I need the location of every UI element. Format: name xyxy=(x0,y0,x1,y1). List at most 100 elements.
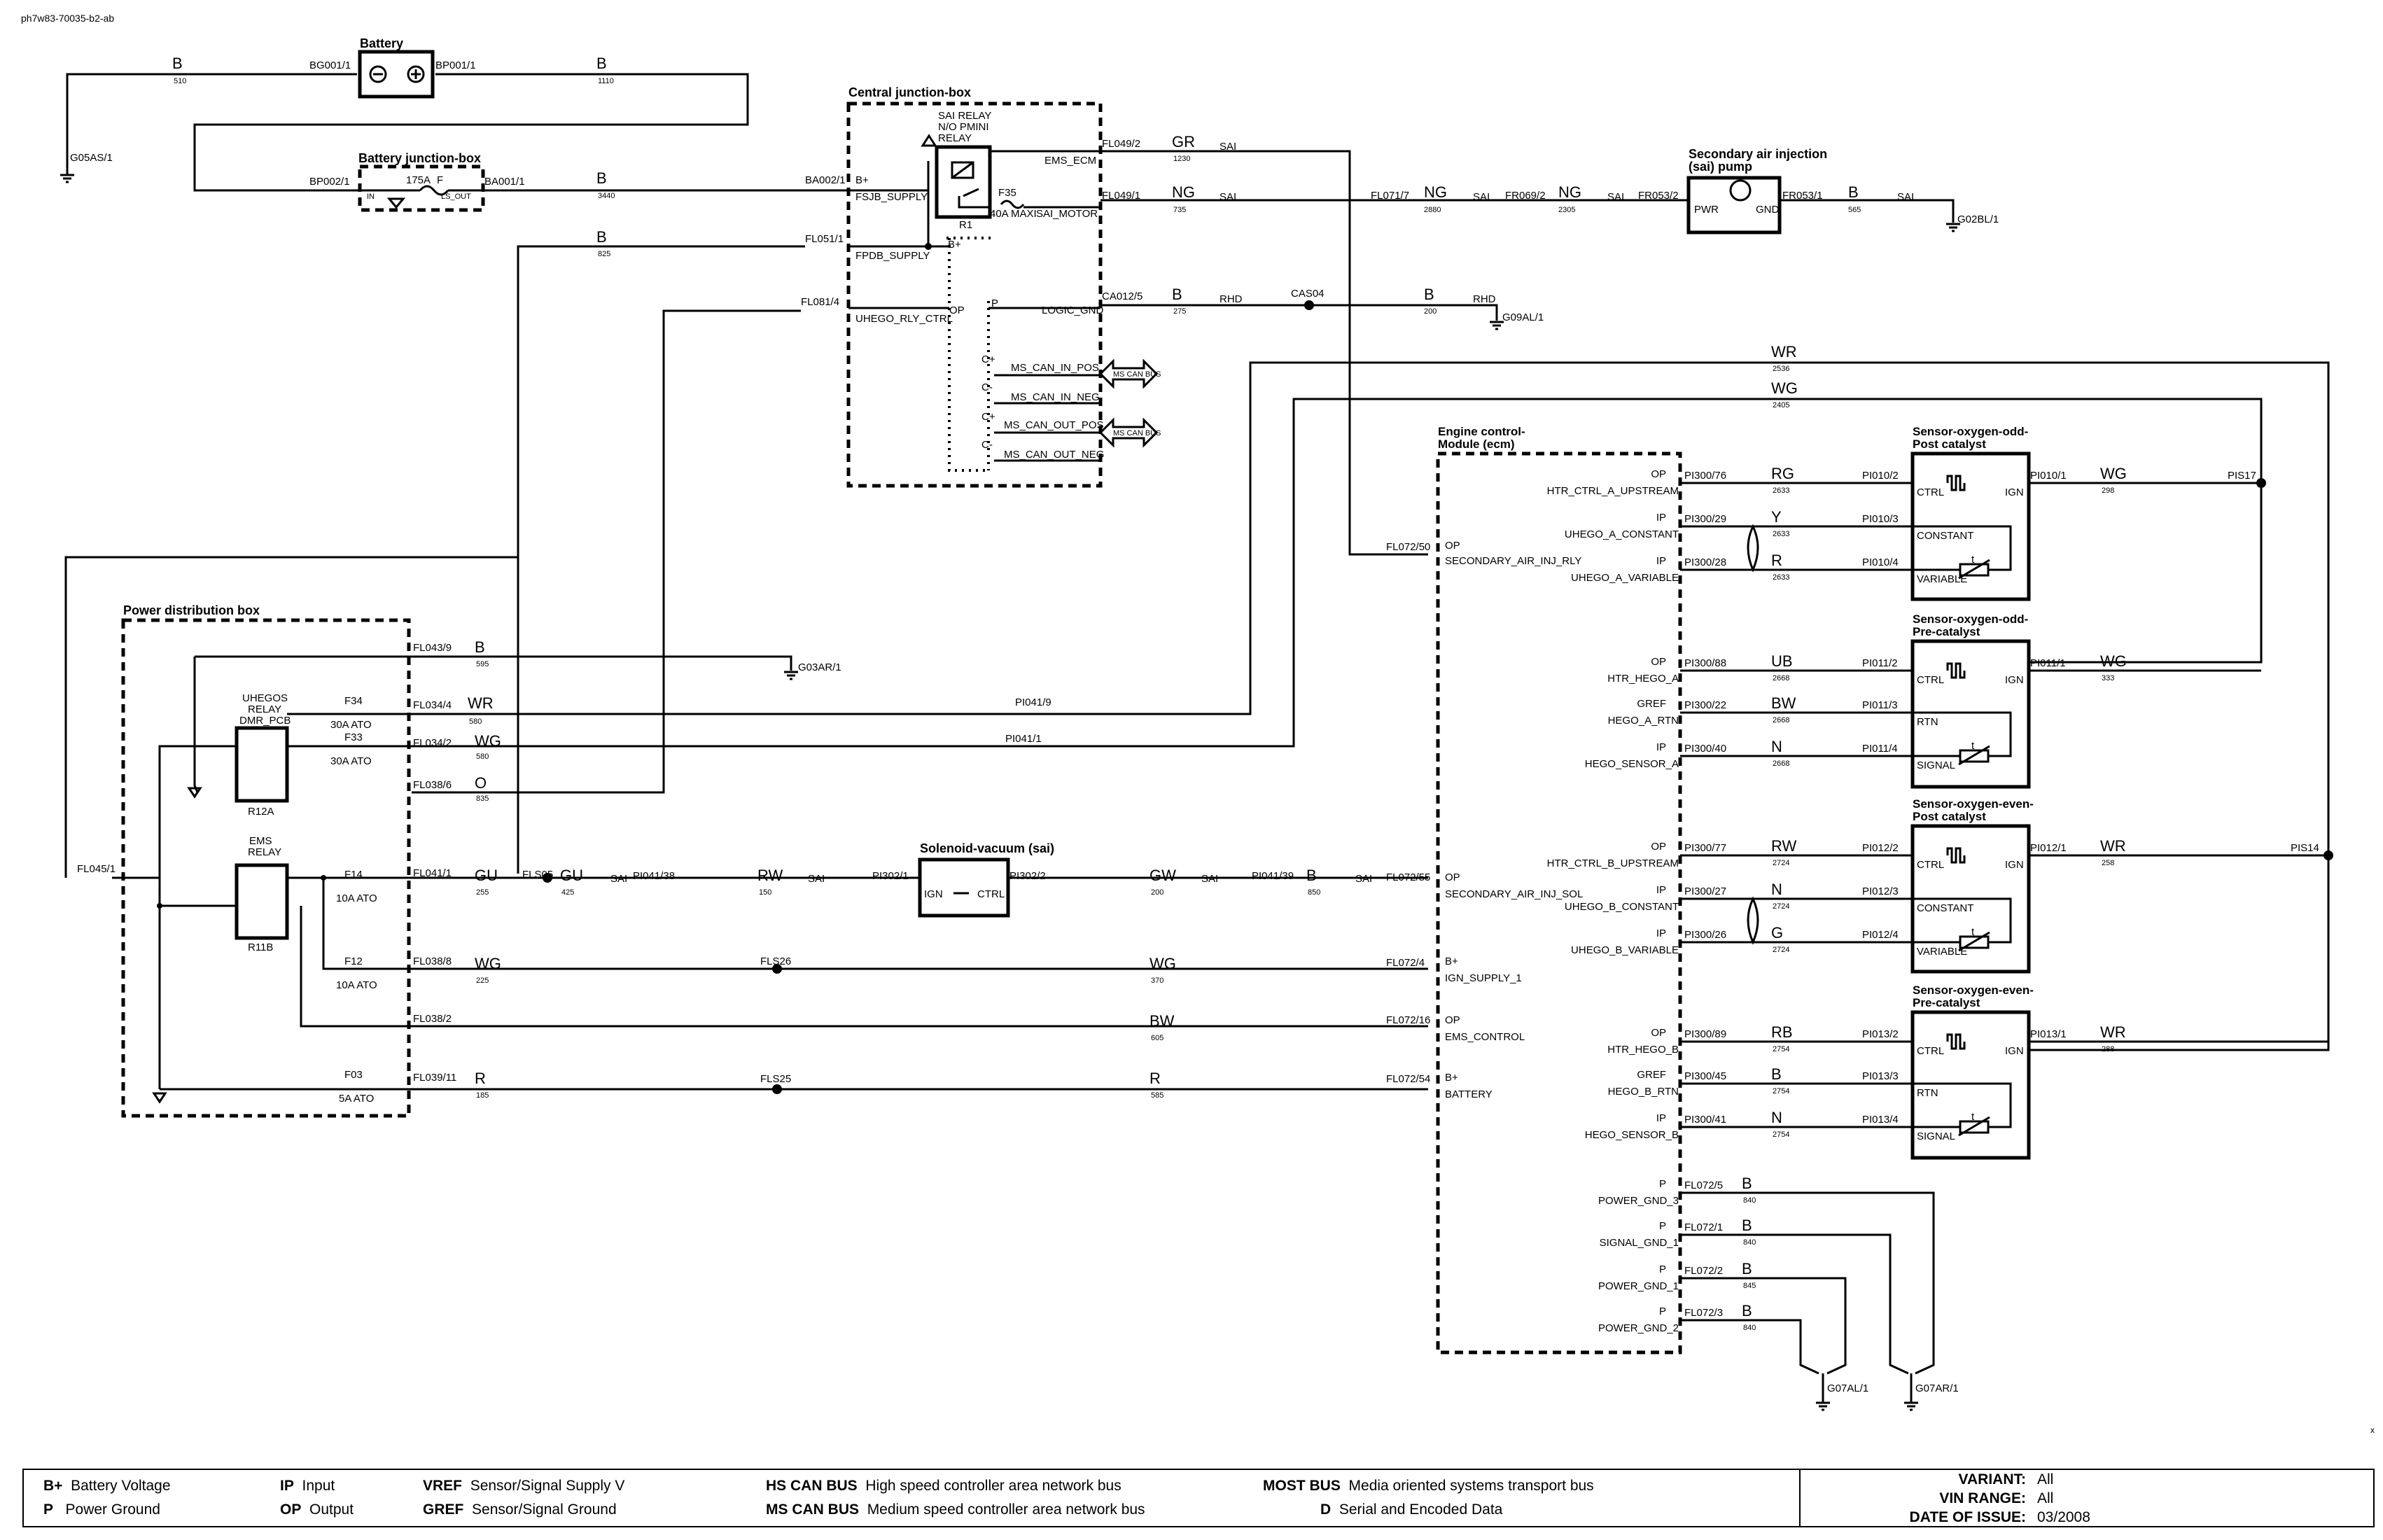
svg-text:288: 288 xyxy=(2102,1045,2114,1054)
svg-text:FL072/5: FL072/5 xyxy=(1684,1180,1723,1191)
svg-text:IGN: IGN xyxy=(2005,859,2024,871)
svg-text:FSJB_SUPPLY: FSJB_SUPPLY xyxy=(855,191,928,203)
splice-pis17: PIS17 xyxy=(2228,470,2256,482)
svg-text:IP: IP xyxy=(1656,555,1666,567)
svg-text:P: P xyxy=(1659,1306,1666,1317)
svg-text:PI041/1: PI041/1 xyxy=(1005,733,1042,745)
svg-text:RHD: RHD xyxy=(1220,293,1243,305)
pin-fr069: FR069/2 xyxy=(1505,190,1546,202)
svg-text:200: 200 xyxy=(1151,888,1163,897)
svg-text:FL072/16: FL072/16 xyxy=(1386,1014,1430,1026)
pin-fl081: FL081/4 xyxy=(801,296,839,308)
svg-text:WR: WR xyxy=(468,694,494,712)
legend-divider xyxy=(1799,1470,1801,1526)
legend: B+ Battery Voltage P Power Ground IP Inp… xyxy=(22,1469,2375,1527)
variant-key: VARIANT: xyxy=(1958,1471,2026,1488)
svg-text:840: 840 xyxy=(1743,1196,1756,1205)
pin-ba001: BA001/1 xyxy=(484,176,525,188)
svg-text:RW: RW xyxy=(1771,837,1796,855)
splice-fls26: FLS26 xyxy=(760,955,791,967)
svg-text:PI300/29: PI300/29 xyxy=(1684,513,1726,525)
svg-text:PI010/4: PI010/4 xyxy=(1862,556,1899,568)
svg-text:PI012/2: PI012/2 xyxy=(1862,842,1899,854)
svg-text:OP: OP xyxy=(1651,468,1666,480)
svg-text:PI011/1: PI011/1 xyxy=(2030,657,2066,669)
svg-text:B: B xyxy=(1172,286,1182,303)
svg-text:IP: IP xyxy=(1656,512,1666,524)
legend-text: Input xyxy=(302,1478,335,1494)
svg-text:Pre-catalyst: Pre-catalyst xyxy=(1913,996,1980,1009)
svg-text:30A ATO: 30A ATO xyxy=(330,719,372,731)
svg-text:B: B xyxy=(1742,1175,1752,1192)
svg-text:B: B xyxy=(596,228,607,246)
sai-pump-title: Secondary air injection xyxy=(1689,147,1827,161)
svg-text:IN: IN xyxy=(367,192,375,201)
svg-text:840: 840 xyxy=(1743,1324,1756,1332)
svg-text:POWER_GND_3: POWER_GND_3 xyxy=(1598,1195,1679,1207)
legend-key: HS CAN BUS xyxy=(766,1478,858,1494)
svg-text:Y: Y xyxy=(1771,508,1782,526)
solenoid-title: Solenoid-vacuum (sai) xyxy=(920,841,1054,855)
svg-text:PI013/2: PI013/2 xyxy=(1862,1028,1899,1040)
svg-text:B+: B+ xyxy=(1445,1072,1458,1084)
legend-key: VREF xyxy=(423,1478,463,1494)
ecm-title: Engine control- xyxy=(1438,425,1525,438)
svg-text:PI012/1: PI012/1 xyxy=(2030,842,2067,854)
svg-text:GREF: GREF xyxy=(1637,1069,1666,1081)
svg-text:30A ATO: 30A ATO xyxy=(330,755,372,767)
svg-text:CTRL: CTRL xyxy=(1917,859,1944,871)
pin-fl038-6: FL038/6 xyxy=(413,779,452,791)
svg-text:OP: OP xyxy=(949,304,965,316)
svg-text:10A ATO: 10A ATO xyxy=(336,892,377,904)
svg-text:CONSTANT: CONSTANT xyxy=(1917,902,1973,914)
splice-pis14: PIS14 xyxy=(2291,842,2319,854)
svg-text:GW: GW xyxy=(1149,867,1176,884)
svg-text:10A ATO: 10A ATO xyxy=(336,979,377,991)
svg-text:2724: 2724 xyxy=(1773,859,1789,867)
legend-key: MS CAN BUS xyxy=(766,1502,860,1518)
svg-text:PI300/22: PI300/22 xyxy=(1684,699,1726,711)
svg-text:MS_CAN_IN_POS: MS_CAN_IN_POS xyxy=(1011,362,1099,374)
svg-text:SAI: SAI xyxy=(1607,191,1624,203)
legend-text: High speed controller area network bus xyxy=(865,1478,1121,1494)
svg-text:SIGNAL: SIGNAL xyxy=(1917,760,1955,771)
svg-text:t: t xyxy=(1971,740,1975,752)
svg-text:C+: C+ xyxy=(981,354,995,365)
svg-text:R: R xyxy=(1771,552,1782,569)
svg-text:565: 565 xyxy=(1848,206,1861,214)
svg-text:R12A: R12A xyxy=(248,806,274,818)
svg-text:EMS_ECM: EMS_ECM xyxy=(1044,155,1096,167)
legend-text: Power Ground xyxy=(65,1502,160,1518)
power-distribution-box-title: Power distribution box xyxy=(123,603,260,617)
document-id: ph7w83-70035-b2-ab xyxy=(21,13,115,24)
svg-text:2880: 2880 xyxy=(1424,206,1441,214)
svg-text:SAI RELAY: SAI RELAY xyxy=(938,110,991,122)
svg-text:F03: F03 xyxy=(344,1069,363,1081)
pin-bp001: BP001/1 xyxy=(435,59,476,71)
svg-text:175A: 175A xyxy=(406,174,431,186)
svg-text:1230: 1230 xyxy=(1173,155,1190,163)
svg-text:Pre-catalyst: Pre-catalyst xyxy=(1913,625,1980,638)
svg-text:HTR_HEGO_A: HTR_HEGO_A xyxy=(1607,673,1679,685)
svg-text:C-: C- xyxy=(981,382,993,393)
svg-text:UHEGO_B_VARIABLE: UHEGO_B_VARIABLE xyxy=(1571,944,1679,956)
svg-text:SIGNAL: SIGNAL xyxy=(1917,1130,1955,1142)
svg-text:PI300/27: PI300/27 xyxy=(1684,886,1726,897)
svg-text:SECONDARY_AIR_INJ_SOL: SECONDARY_AIR_INJ_SOL xyxy=(1445,888,1583,900)
svg-text:PI012/4: PI012/4 xyxy=(1862,929,1899,941)
svg-text:R1: R1 xyxy=(959,219,972,231)
svg-text:IGN: IGN xyxy=(924,888,943,900)
splice-fls25: FLS25 xyxy=(760,1073,791,1085)
svg-text:FL072/2: FL072/2 xyxy=(1684,1265,1723,1277)
solenoid-vacuum-sai: Solenoid-vacuum (sai) IGN CTRL xyxy=(918,841,1054,918)
svg-text:N: N xyxy=(1771,1109,1782,1126)
variant-value: All xyxy=(2037,1471,2054,1488)
svg-text:2754: 2754 xyxy=(1773,1130,1789,1139)
svg-text:SECONDARY_AIR_INJ_RLY: SECONDARY_AIR_INJ_RLY xyxy=(1445,555,1581,567)
svg-text:OP: OP xyxy=(1445,540,1460,552)
svg-text:SAI: SAI xyxy=(1220,141,1236,153)
svg-text:PI300/88: PI300/88 xyxy=(1684,657,1726,669)
svg-text:255: 255 xyxy=(476,888,489,897)
svg-text:5A ATO: 5A ATO xyxy=(339,1093,374,1105)
pin-fl049-1: FL049/1 xyxy=(1102,190,1140,202)
